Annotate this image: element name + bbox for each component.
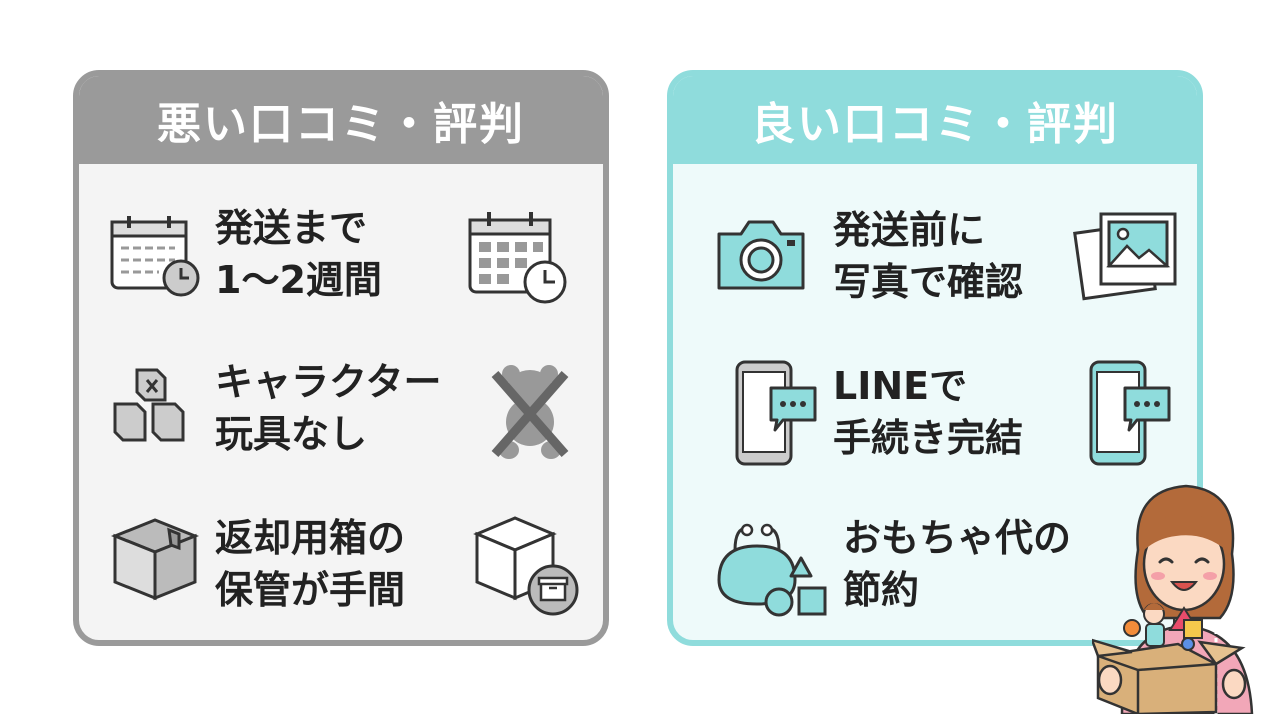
good-item-line-procedure-line1: LINEで <box>833 364 968 408</box>
smartphone-chat-icon <box>735 360 817 466</box>
blocks-icon <box>113 368 185 442</box>
bad-item-return-box: 返却用箱の 保管が手間 <box>79 76 603 640</box>
no-toy-icon <box>491 365 569 459</box>
good-item-line-procedure-line2: 手続き完結 <box>833 416 1024 460</box>
calendar-clock-icon <box>468 212 567 304</box>
photos-icon <box>1073 212 1177 301</box>
bad-item-character-toys-line2: 玩具なし <box>215 412 368 456</box>
bad-item-character-toys: キャラクター 玩具なし <box>79 76 603 640</box>
good-item-line-procedure: LINEで 手続き完結 <box>673 76 1197 640</box>
woman-with-toy-box-illustration <box>1092 484 1254 714</box>
bad-item-return-box-line2: 保管が手間 <box>215 568 406 612</box>
coin-purse-shapes-icon <box>717 523 827 617</box>
bad-item-shipping: 発送まで 1〜2週間 <box>79 76 603 640</box>
good-reviews-title: 良い口コミ・評判 <box>673 76 1197 164</box>
bad-item-return-box-line1: 返却用箱の <box>215 516 406 560</box>
camera-icon <box>717 220 805 290</box>
smartphone-chat-icon <box>1089 360 1171 466</box>
calendar-clock-icon <box>110 216 200 297</box>
bad-reviews-title: 悪い口コミ・評判 <box>79 76 603 164</box>
good-item-photo-check: 発送前に 写真で確認 <box>673 76 1197 640</box>
cardboard-box-icon <box>110 518 200 601</box>
good-item-save-money-line1: おもちゃ代の <box>843 516 1072 560</box>
good-item-save-money: おもちゃ代の 節約 <box>673 76 1197 640</box>
bad-reviews-panel: 悪い口コミ・評判 発送まで 1〜2週間 <box>73 70 609 646</box>
bad-item-shipping-line2: 1〜2週間 <box>215 258 382 302</box>
box-storage-icon <box>473 516 579 616</box>
good-item-photo-check-line1: 発送前に <box>833 208 986 252</box>
good-item-save-money-line2: 節約 <box>843 568 920 612</box>
good-item-photo-check-line2: 写真で確認 <box>833 260 1024 304</box>
bad-item-character-toys-line1: キャラクター <box>215 360 442 404</box>
bad-item-shipping-line1: 発送まで <box>215 206 368 250</box>
good-reviews-panel: 良い口コミ・評判 発送前に 写真で確認 <box>667 70 1203 646</box>
